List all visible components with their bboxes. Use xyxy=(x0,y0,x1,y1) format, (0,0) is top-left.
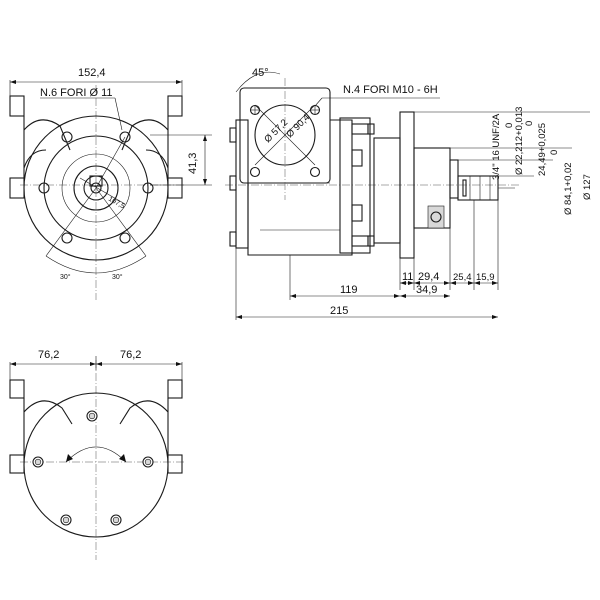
side-dim-119-label: 119 xyxy=(340,284,358,296)
side-dim-215-label: 215 xyxy=(330,305,348,317)
side-holes-note: N.4 FORI M10 - 6H xyxy=(343,84,438,96)
front-angle-right-label: 30° xyxy=(112,273,123,281)
side-pilot-dia-label: Ø 84,1+0,02 xyxy=(563,162,574,215)
side-step-dia-label: 24,49+0,025 xyxy=(537,123,548,176)
front-shaft-height-label: 41,3 xyxy=(187,153,199,174)
side-dim-15-9-label: 15,9 xyxy=(476,272,495,283)
side-pilot-dia-tol-label: 0 xyxy=(549,150,560,155)
side-shaft-dia-tol-label: 0 xyxy=(504,123,515,128)
side-view: 11 29,4 25,4 15,9 119 34,9 215 45° N.4 F… xyxy=(225,67,593,320)
side-dim-11-label: 11 xyxy=(402,271,413,283)
side-shaft-dia-label: Ø 22,212+0,013 xyxy=(514,107,525,175)
rear-half-right-label: 76,2 xyxy=(120,349,141,361)
side-dim-34-9-label: 34,9 xyxy=(416,284,437,296)
side-step-dia-tol-label: 0 xyxy=(524,121,535,126)
rear-half-left-label: 76,2 xyxy=(38,349,59,361)
front-small-radius-label: 107,5 xyxy=(107,196,126,211)
side-thread-label: 3/4" 16 UNF/2A xyxy=(491,113,502,180)
side-flange-angle-label: 45° xyxy=(252,67,269,79)
side-flange-dia-label: Ø 127 xyxy=(582,174,593,200)
front-holes-note: N.6 FORI Ø 11 xyxy=(40,87,113,99)
front-angle-left-label: 30° xyxy=(60,273,71,281)
rear-view: 76,2 76,2 xyxy=(9,349,185,560)
side-dim-25-4-label: 25,4 xyxy=(453,272,472,283)
front-overall-width-label: 152,4 xyxy=(78,67,106,79)
front-view: 107,5 30° 30° 152,4 N.6 FORI Ø 11 41,3 xyxy=(9,67,212,300)
rear-screws xyxy=(32,410,154,526)
side-dim-29-4-label: 29,4 xyxy=(418,271,439,283)
